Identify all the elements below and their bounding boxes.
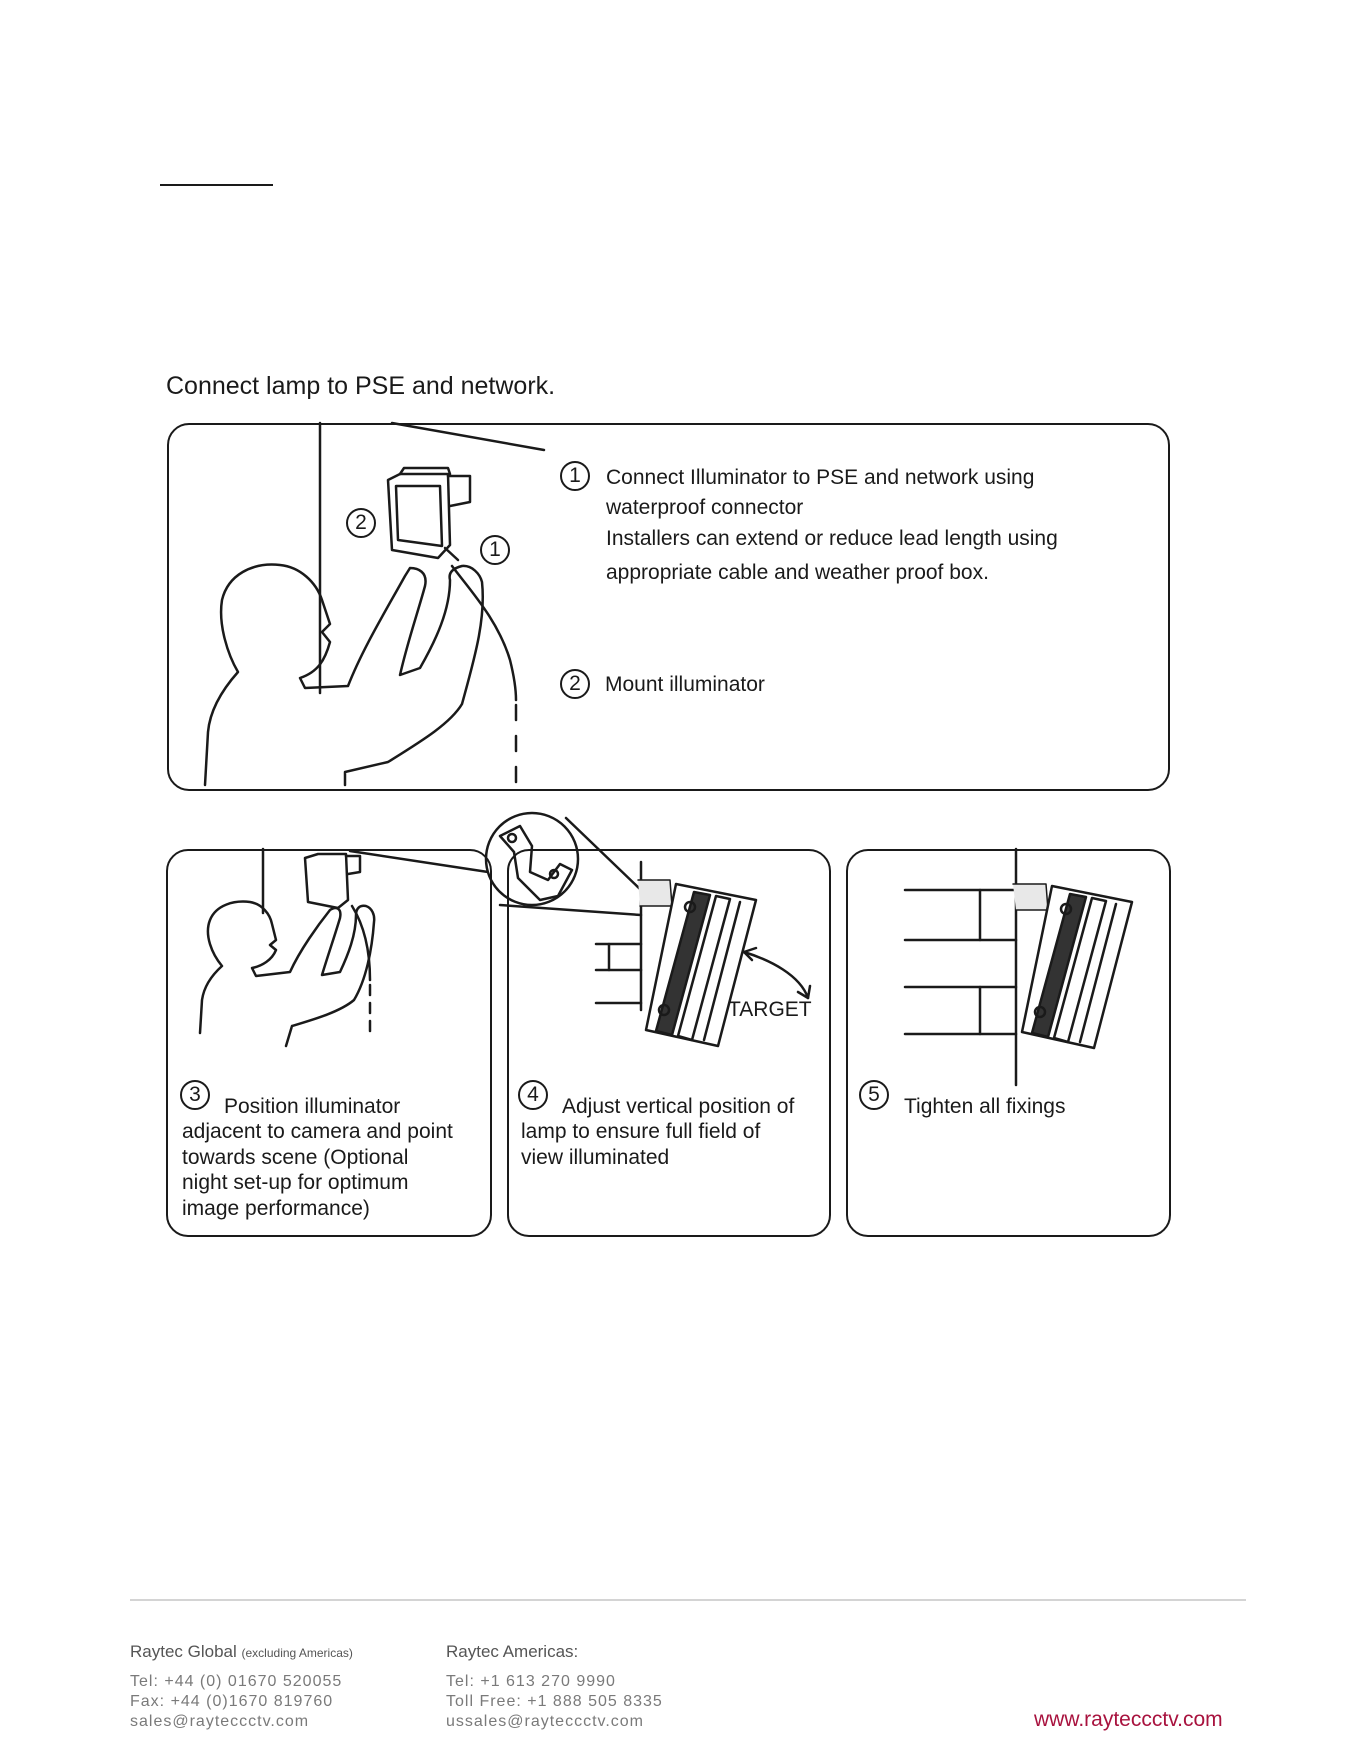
step-1-marker: 1 (560, 461, 590, 491)
illuminator-side-icon (646, 884, 756, 1046)
header-rule (160, 184, 273, 186)
footer-website-link[interactable]: www.rayteccctv.com (1034, 1708, 1223, 1731)
footer-rule (130, 1599, 1246, 1601)
illus-step-1-marker: 1 (480, 535, 510, 565)
panel-tighten (846, 849, 1171, 1237)
step-1-line3: Installers can extend or reduce lead len… (606, 527, 1058, 550)
step-3-line4: night set-up for optimum (182, 1171, 409, 1194)
step-4-marker: 4 (518, 1080, 548, 1110)
step-3-line1: Position illuminator (224, 1095, 401, 1118)
footer-global-note: (excluding Americas) (241, 1646, 353, 1660)
step-4-line3: view illuminated (521, 1146, 670, 1169)
step-3-line3: towards scene (Optional (182, 1146, 409, 1169)
panel-position (166, 849, 492, 1237)
footer-global-title: Raytec Global (excluding Americas) (130, 1642, 353, 1662)
step-3-line5: image performance) (182, 1197, 370, 1220)
step-1-line2: waterproof connector (606, 496, 804, 519)
step-5-marker: 5 (859, 1080, 889, 1110)
panel-adjust (507, 849, 831, 1237)
step-1-line4: appropriate cable and weather proof box. (606, 561, 989, 584)
footer-global-fax: Fax: +44 (0)1670 819760 (130, 1693, 334, 1710)
panel-connect-mount (167, 423, 1170, 791)
person-silhouette (205, 565, 483, 785)
step-1-line1: Connect Illuminator to PSE and network u… (606, 466, 1035, 489)
footer-global-name: Raytec Global (130, 1642, 237, 1661)
footer-global-tel: Tel: +44 (0) 01670 520055 (130, 1673, 343, 1690)
illus-step-2-marker: 2 (346, 508, 376, 538)
illuminator-tight-icon (1022, 886, 1132, 1048)
footer-americas-tel: Tel: +1 613 270 9990 (446, 1673, 616, 1690)
footer-global-email[interactable]: sales@rayteccctv.com (130, 1713, 310, 1730)
step-3-marker: 3 (180, 1080, 210, 1110)
step-2-marker: 2 (560, 669, 590, 699)
intro-heading: Connect lamp to PSE and network. (166, 372, 556, 400)
illuminator-icon (388, 468, 470, 558)
step-5-text: Tighten all fixings (904, 1095, 1066, 1118)
footer-americas-tollfree: Toll Free: +1 888 505 8335 (446, 1693, 663, 1710)
step-4-line1: Adjust vertical position of (562, 1095, 795, 1118)
bracket-icon (500, 826, 572, 900)
step-4-line2: lamp to ensure full field of (521, 1120, 761, 1143)
target-label: TARGET (728, 998, 812, 1021)
step-3-line2: adjacent to camera and point (182, 1120, 453, 1143)
cable-top (392, 423, 544, 450)
footer-americas-email[interactable]: ussales@rayteccctv.com (446, 1713, 644, 1730)
footer-americas-title: Raytec Americas: (446, 1642, 579, 1661)
step-2-text: Mount illuminator (605, 673, 765, 696)
